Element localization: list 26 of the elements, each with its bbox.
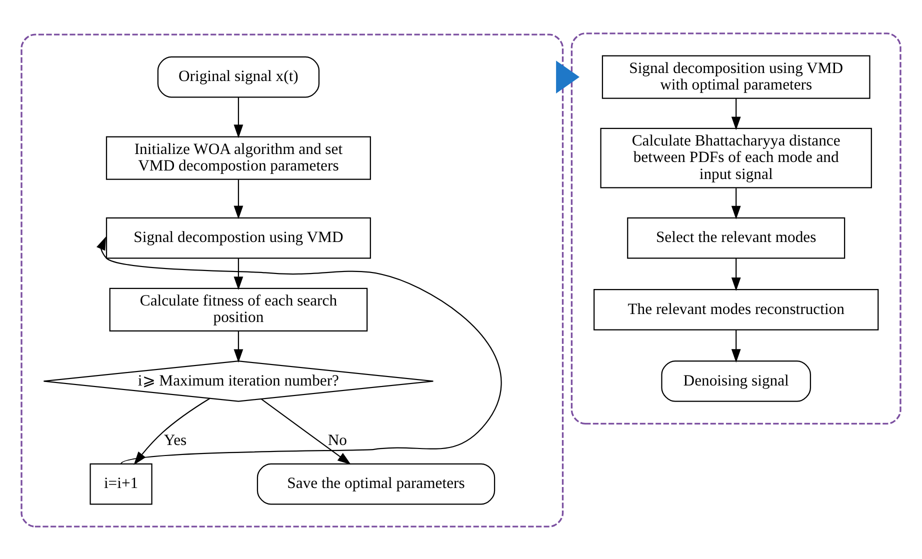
node-box: Calculate Bhattacharyya distance between PDFs of each mode and input signal — [600, 127, 872, 188]
node-box: Denoising signal — [661, 360, 812, 402]
cluster — [570, 32, 902, 424]
arrow — [234, 258, 244, 290]
node-diamond: i⩾ Maximum iteration number? — [43, 360, 434, 402]
arrow — [731, 330, 741, 362]
node-box: i=i+1 — [90, 462, 152, 504]
cluster — [20, 33, 564, 527]
node-box: Signal decompostion using VMD — [106, 216, 371, 258]
node-box: Signal decomposition using VMD with optimal parameters — [602, 54, 870, 98]
arrow — [731, 188, 741, 219]
arrow — [234, 179, 244, 219]
arrow — [731, 258, 741, 290]
node-box: Original signal x(t) — [157, 56, 320, 98]
arrow — [234, 96, 244, 138]
arrow — [261, 398, 351, 464]
edge-label: Yes — [164, 432, 187, 449]
node-box: The relevant modes reconstruction — [594, 288, 879, 330]
node-box: Initialize WOA algorithm and set VMD decompostion parameters — [106, 136, 371, 180]
arrow — [731, 98, 741, 130]
arrow — [234, 330, 244, 362]
node-box: Select the relevant modes — [627, 216, 846, 258]
edge-label: No — [328, 432, 347, 449]
node-box: Calculate fitness of each search position — [109, 287, 368, 331]
arrow — [556, 60, 580, 93]
node-box: Save the optimal parameters — [256, 462, 496, 504]
